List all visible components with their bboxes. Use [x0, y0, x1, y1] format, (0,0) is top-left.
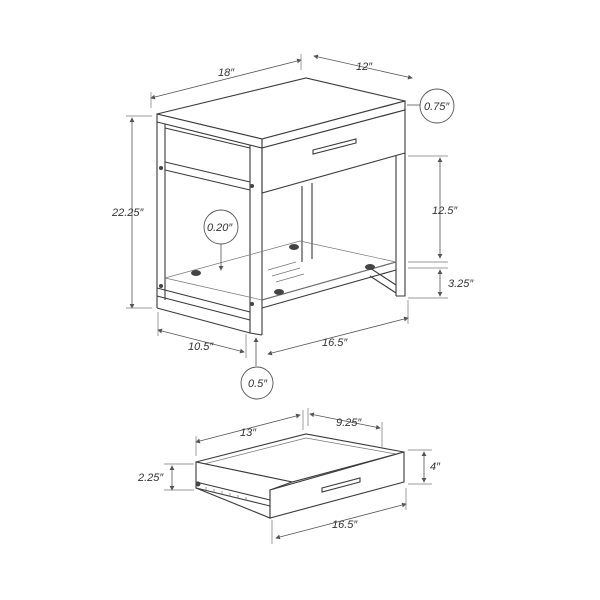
- frame-front-bottom-rail: [261, 261, 397, 309]
- drawer-front-panel: [269, 451, 405, 519]
- dim-label-shelf-gap: 12.5″: [432, 205, 458, 217]
- dim-label-glass-thickness: 0.20″: [207, 222, 233, 234]
- dim-label-drawer-front-height: 4″: [430, 461, 441, 473]
- frame-shelf-right-rail: [369, 267, 397, 294]
- drawer-slide-ticks: [205, 487, 247, 501]
- dim-line-width: [150, 58, 302, 100]
- drawer-dimensions: 13″ 9.25″ 2.25″ 4″ 16.5″: [137, 408, 441, 544]
- dim-label-drawer-front-width: 16.5″: [332, 519, 358, 531]
- drawer-slide-wheel: [195, 481, 201, 487]
- frame-front-leg-left: [249, 145, 263, 335]
- dim-label-depth: 12″: [356, 61, 373, 73]
- drawer-slide-rail: [195, 481, 271, 507]
- frame-back-leg: [301, 183, 313, 262]
- dim-label-side-depth: 10.5″: [188, 341, 214, 353]
- dim-extension-shelf-gap: [408, 155, 448, 263]
- dim-line-drawer-interior-depth: [309, 412, 381, 430]
- frame-front-leg-right: [395, 153, 406, 297]
- drawer-box-inner: [203, 437, 397, 465]
- frame-bolt-4: [250, 302, 254, 306]
- dim-extension-side-depth: [157, 312, 247, 358]
- callout-top-thickness: [419, 88, 455, 124]
- dim-extension-shelf-height: [408, 267, 448, 299]
- dim-label-shelf-height: 3.25″: [448, 278, 474, 290]
- dim-label-height: 22.25″: [111, 207, 145, 219]
- drawer-front-handle: [321, 477, 361, 493]
- side-table: [156, 77, 406, 336]
- dim-extension-drawer-front-height: [408, 449, 432, 485]
- drawer: [195, 433, 405, 519]
- dim-extension-drawer-height: [164, 463, 194, 491]
- dim-line-front-width: [267, 316, 409, 356]
- frame-bolt-3: [250, 184, 254, 188]
- dim-extension-drawer-interior-depth: [307, 408, 383, 448]
- dim-label-front-width: 16.5″: [322, 337, 348, 349]
- frame-bolt-2: [159, 284, 163, 288]
- table-drawer-handle: [312, 138, 357, 155]
- dim-line-depth: [313, 54, 413, 80]
- table-dimensions: 18″ 12″ 0.75″ 22.25″ 12.5″ 3.25″ 0.20″ 1…: [111, 54, 474, 400]
- dim-label-leg-width: 0.5″: [248, 378, 268, 390]
- callout-leg-width: [240, 366, 274, 400]
- shelf-support-2: [289, 244, 299, 250]
- dim-line-drawer-interior-width: [195, 413, 301, 444]
- frame-side-bottom-rail: [156, 287, 263, 336]
- glass-shelf-reflection: [267, 261, 305, 283]
- dim-extension-drawer-front-width: [271, 488, 407, 544]
- frame-bolt-1: [159, 166, 163, 170]
- dim-line-drawer-front-width: [275, 502, 407, 540]
- glass-shelf: [164, 240, 397, 301]
- dim-label-drawer-height: 2.25″: [137, 472, 164, 484]
- dim-label-top-thickness: 0.75″: [424, 101, 450, 113]
- dim-extension-drawer-interior-width: [195, 410, 304, 456]
- dim-label-width: 18″: [218, 67, 235, 79]
- dim-line-side-depth: [157, 328, 245, 354]
- shelf-support-4: [274, 289, 284, 295]
- frame-side-top-rail: [164, 127, 251, 191]
- shelf-support-1: [191, 270, 201, 276]
- dim-extension-height: [126, 115, 152, 309]
- dim-label-drawer-interior-width: 13″: [240, 427, 257, 439]
- shelf-support-3: [365, 264, 375, 270]
- frame-left-front-leg: [156, 122, 166, 308]
- dim-label-drawer-interior-depth: 9.25″: [336, 417, 362, 429]
- dim-extension-width: [150, 54, 302, 108]
